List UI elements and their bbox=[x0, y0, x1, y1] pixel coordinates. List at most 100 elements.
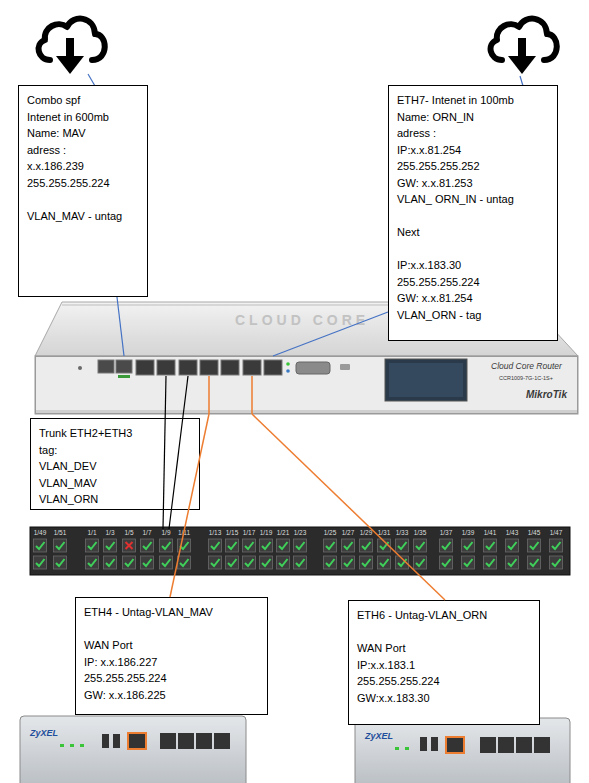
port-ok-mark bbox=[228, 542, 237, 549]
switch-port bbox=[54, 556, 67, 569]
switch-port bbox=[160, 539, 173, 552]
switch-port bbox=[484, 539, 497, 552]
wan-port-box: ETH6 - Untag-VLAN_ORN WAN PortIP:x.x.183.… bbox=[348, 600, 540, 725]
switch-port bbox=[86, 539, 99, 552]
box-text: VLAN_MAV - untag bbox=[27, 208, 139, 225]
switch-port bbox=[123, 556, 136, 569]
port-number: 1/39 bbox=[458, 529, 478, 537]
port-number: 1/7 bbox=[137, 529, 157, 537]
switch-port bbox=[178, 556, 191, 569]
wan-port bbox=[128, 733, 146, 749]
port-number: 1/13 bbox=[205, 529, 225, 537]
switch-port bbox=[226, 539, 239, 552]
device-led bbox=[395, 747, 399, 750]
wan-port bbox=[446, 737, 464, 753]
box-text: IP:x.x.183.1 bbox=[357, 657, 531, 674]
switch-port bbox=[462, 556, 475, 569]
info-box: Combo spfIntenet in 600mbName: MAVadress… bbox=[18, 85, 148, 297]
switch-port bbox=[378, 556, 391, 569]
port-ok-mark bbox=[162, 559, 171, 566]
router-device: Cloud Core RouterCCR1009-7G-1C-1S+MikroT… bbox=[35, 356, 578, 414]
port-number: 1/29 bbox=[356, 529, 376, 537]
lan-port bbox=[196, 733, 212, 749]
box-text: ETH6 - Untag-VLAN_ORN bbox=[357, 607, 531, 624]
connector-line bbox=[170, 414, 209, 597]
sfp-port bbox=[116, 360, 132, 373]
router-led bbox=[78, 366, 82, 370]
usb-port bbox=[102, 734, 109, 748]
box-text: 255.255.255.224 bbox=[397, 274, 549, 291]
switch-port bbox=[243, 539, 256, 552]
cloud-download-icon bbox=[39, 19, 105, 74]
ethernet-port bbox=[221, 360, 239, 375]
usb-port bbox=[340, 364, 350, 370]
port-ok-mark bbox=[416, 559, 425, 566]
port-number: 1/31 bbox=[374, 529, 394, 537]
switch-port bbox=[294, 539, 307, 552]
lan-port bbox=[534, 737, 550, 753]
cloud-download-icon bbox=[491, 19, 557, 74]
embossed-text: CLOUD CORE bbox=[235, 312, 395, 328]
port-ok-mark bbox=[245, 559, 254, 566]
switch-ports bbox=[34, 539, 563, 569]
box-text: WAN Port bbox=[357, 640, 531, 657]
switch-panel bbox=[30, 527, 570, 575]
port-stub bbox=[208, 376, 210, 414]
box-text: 255.255.255.224 bbox=[84, 670, 259, 687]
switch-port bbox=[141, 539, 154, 552]
zyxel-device bbox=[20, 716, 246, 783]
box-text: adress : bbox=[27, 142, 139, 159]
switch-port bbox=[396, 539, 409, 552]
port-ok-mark bbox=[36, 559, 45, 566]
port-ok-mark bbox=[36, 542, 45, 549]
brand-logo: ZyXEL bbox=[30, 728, 70, 738]
switch-port bbox=[141, 556, 154, 569]
port-ok-mark bbox=[211, 559, 220, 566]
port-ok-mark bbox=[442, 542, 451, 549]
switch-port bbox=[54, 539, 67, 552]
port-number: 1/25 bbox=[320, 529, 340, 537]
device-led bbox=[60, 744, 64, 747]
lcd-glass bbox=[389, 363, 463, 397]
switch-port bbox=[440, 556, 453, 569]
device-label: CCR1009-7G-1C-1S+ bbox=[499, 375, 553, 383]
port-number: 1/17 bbox=[239, 529, 259, 537]
switch-port bbox=[550, 539, 563, 552]
port-ok-mark bbox=[326, 559, 335, 566]
switch-port bbox=[462, 539, 475, 552]
port-ok-mark bbox=[552, 559, 561, 566]
port-ok-mark bbox=[88, 542, 97, 549]
port-ok-mark bbox=[530, 559, 539, 566]
box-text: IP: x.x.186.227 bbox=[84, 654, 259, 671]
switch-port bbox=[104, 556, 117, 569]
ethernet-port bbox=[157, 360, 175, 375]
switch-port bbox=[209, 556, 222, 569]
box-text: GW:x.x.183.30 bbox=[357, 690, 531, 707]
brand-logo: ZyXEL bbox=[365, 731, 405, 741]
connector-line bbox=[273, 312, 388, 356]
switch-port bbox=[226, 556, 239, 569]
box-text: Intenet in 600mb bbox=[27, 109, 139, 126]
usb-port bbox=[420, 737, 427, 751]
switch-port bbox=[277, 556, 290, 569]
port-ok-mark bbox=[508, 559, 517, 566]
callout-box: Trunk ETH2+ETH3tag:VLAN_DEVVLAN_MAVVLAN_… bbox=[30, 418, 200, 510]
port-number: 1/33 bbox=[392, 529, 412, 537]
switch-port bbox=[86, 556, 99, 569]
box-text: IP:x.x.183.30 bbox=[397, 257, 549, 274]
device-label: Cloud Core Router bbox=[491, 361, 562, 372]
port-number: 1/41 bbox=[480, 529, 500, 537]
port-ok-mark bbox=[296, 559, 305, 566]
switch-port bbox=[324, 539, 337, 552]
port-ok-mark bbox=[464, 542, 473, 549]
box-text: Name: MAV bbox=[27, 125, 139, 142]
switch-port bbox=[360, 539, 373, 552]
port-ok-mark bbox=[508, 542, 517, 549]
port-number: 1/37 bbox=[436, 529, 456, 537]
switch-port bbox=[104, 539, 117, 552]
switch-port bbox=[360, 556, 373, 569]
port-number: 1/1 bbox=[82, 529, 102, 537]
port-ok-mark bbox=[106, 559, 115, 566]
port-ok-mark bbox=[326, 542, 335, 549]
